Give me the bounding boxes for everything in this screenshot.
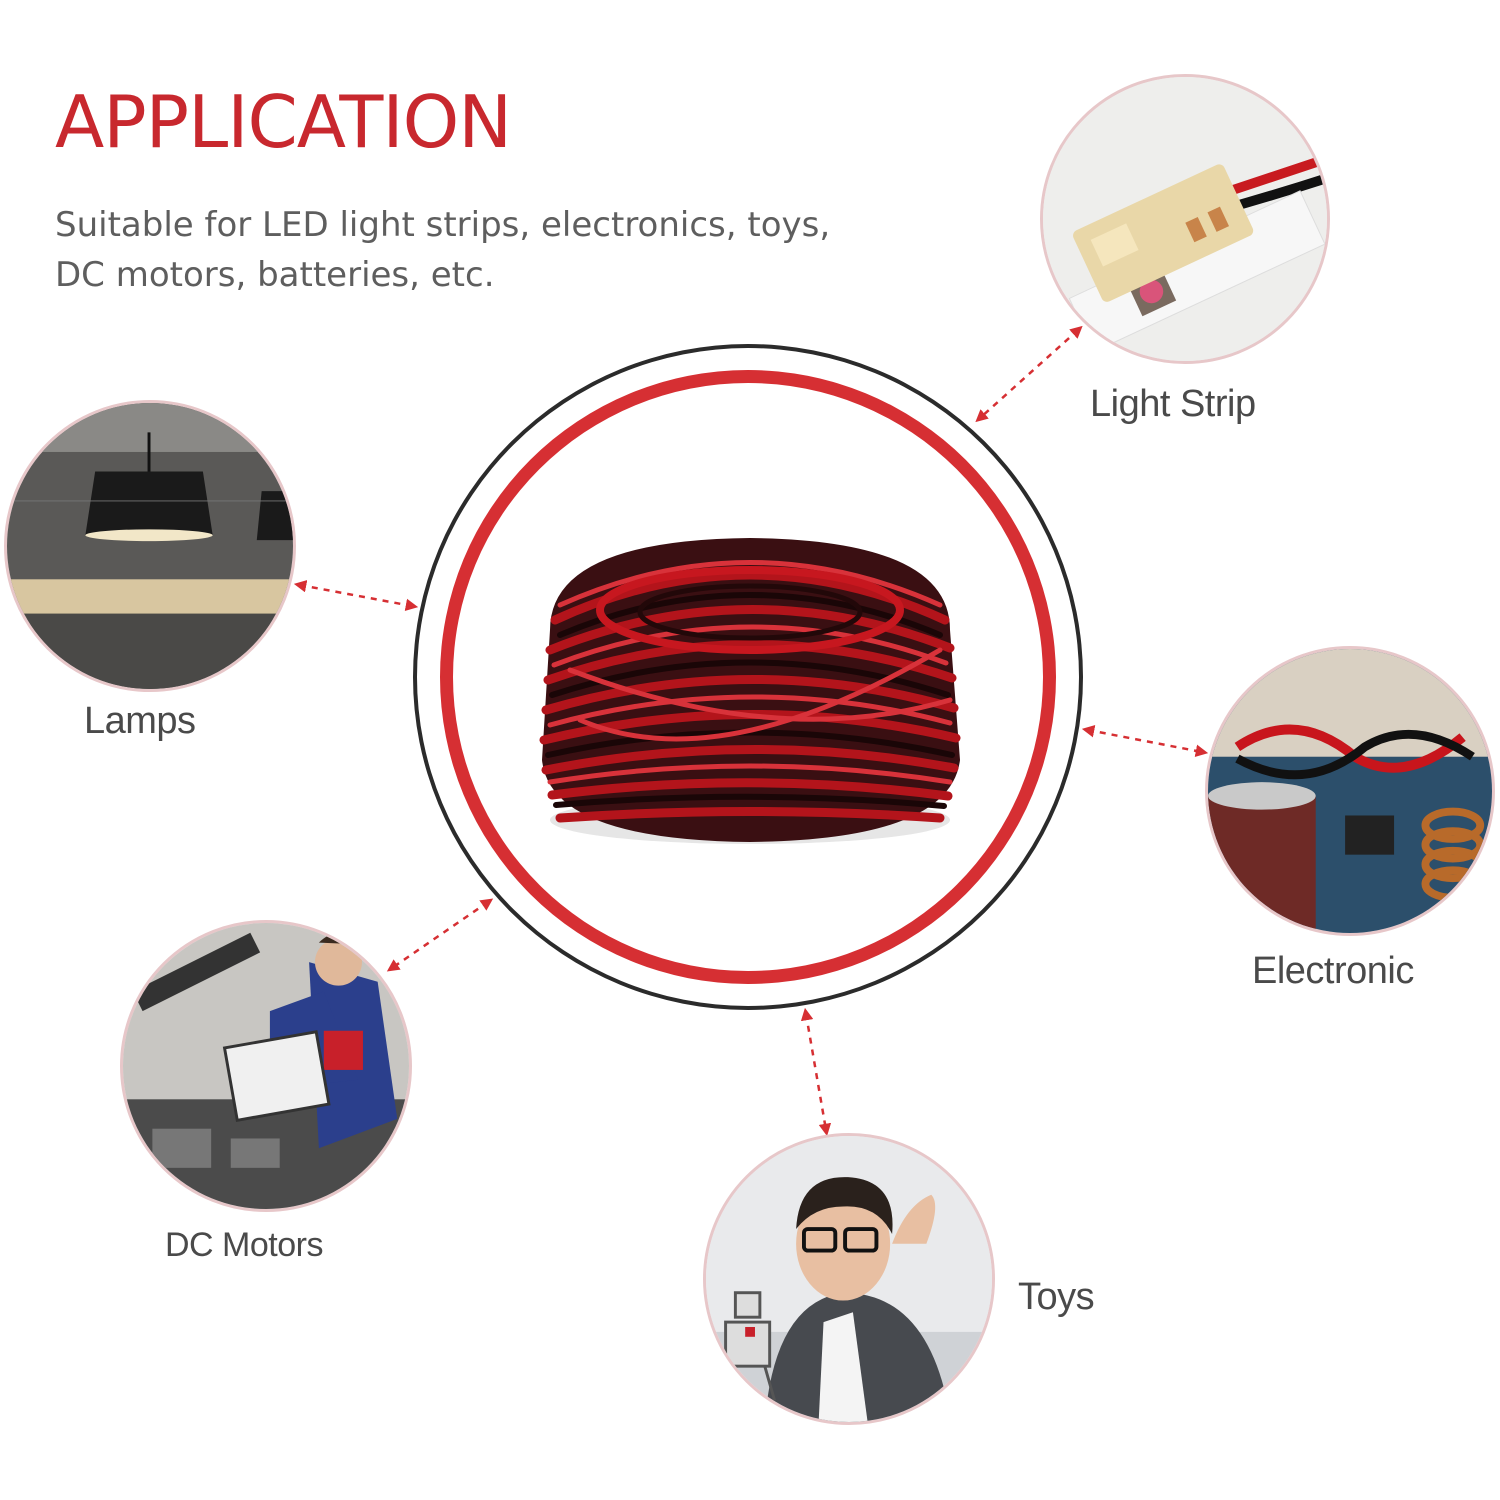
arrow-toys — [800, 1007, 832, 1137]
arrow-electronic — [1081, 725, 1209, 757]
arrow-lamps — [293, 580, 419, 611]
label-electronic: Electronic — [1252, 950, 1414, 992]
center-ring-outer — [413, 344, 1083, 1010]
page-title: APPLICATION — [55, 80, 512, 164]
lamps-image — [4, 400, 296, 692]
dc-motors-image — [120, 920, 412, 1212]
arrow-light-strip — [975, 325, 1083, 423]
label-light-strip: Light Strip — [1090, 383, 1256, 425]
label-lamps: Lamps — [84, 700, 196, 742]
arrow-dc-motors — [386, 898, 494, 972]
label-toys: Toys — [1018, 1276, 1095, 1318]
toys-image — [703, 1133, 995, 1425]
light-strip-image — [1040, 74, 1330, 364]
page-description: Suitable for LED light strips, electroni… — [55, 205, 831, 295]
label-dc-motors: DC Motors — [165, 1226, 323, 1264]
electronic-image — [1205, 646, 1495, 936]
wire-coil-image — [539, 538, 961, 844]
